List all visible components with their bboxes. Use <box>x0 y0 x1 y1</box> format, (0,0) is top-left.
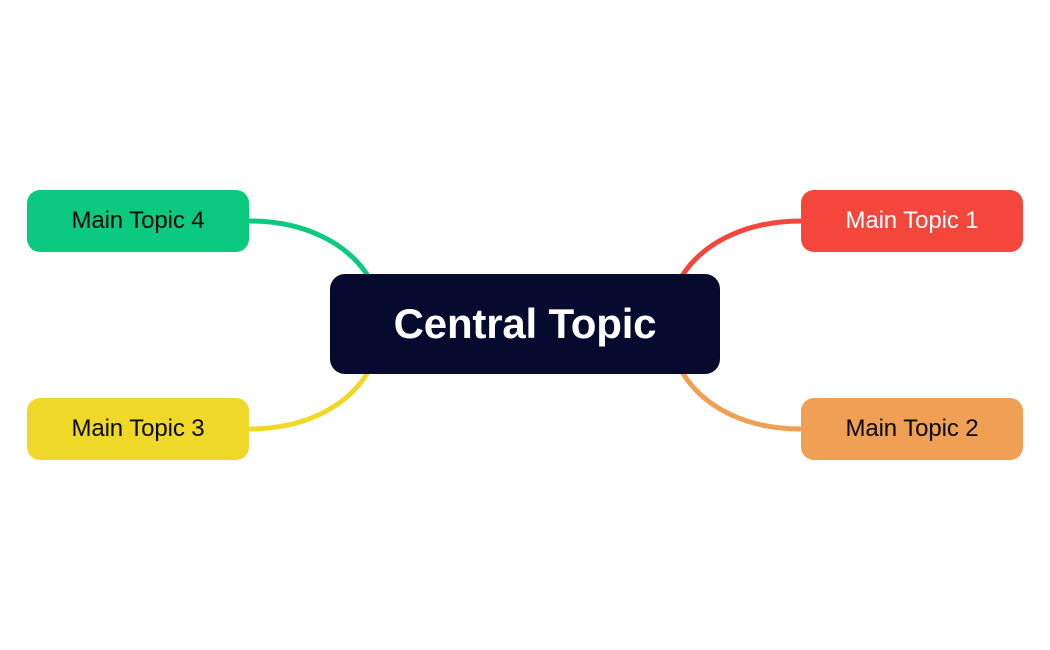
central-topic-node[interactable]: Central Topic <box>330 274 720 374</box>
connector-main-topic-3 <box>246 369 371 432</box>
central-topic-label: Central Topic <box>393 300 657 347</box>
topic-label-main-topic-4: Main Topic 4 <box>71 207 205 234</box>
topic-label-main-topic-3: Main Topic 3 <box>71 415 205 442</box>
connector-main-topic-2 <box>679 369 804 432</box>
topic-node-main-topic-4[interactable]: Main Topic 4 <box>27 190 249 252</box>
connector-main-topic-4 <box>246 218 371 279</box>
topic-label-main-topic-2: Main Topic 2 <box>845 415 979 442</box>
topic-node-main-topic-3[interactable]: Main Topic 3 <box>27 398 249 460</box>
topic-node-main-topic-2[interactable]: Main Topic 2 <box>801 398 1023 460</box>
topic-label-main-topic-1: Main Topic 1 <box>845 207 979 234</box>
connector-main-topic-1 <box>679 218 804 279</box>
topic-node-main-topic-1[interactable]: Main Topic 1 <box>801 190 1023 252</box>
